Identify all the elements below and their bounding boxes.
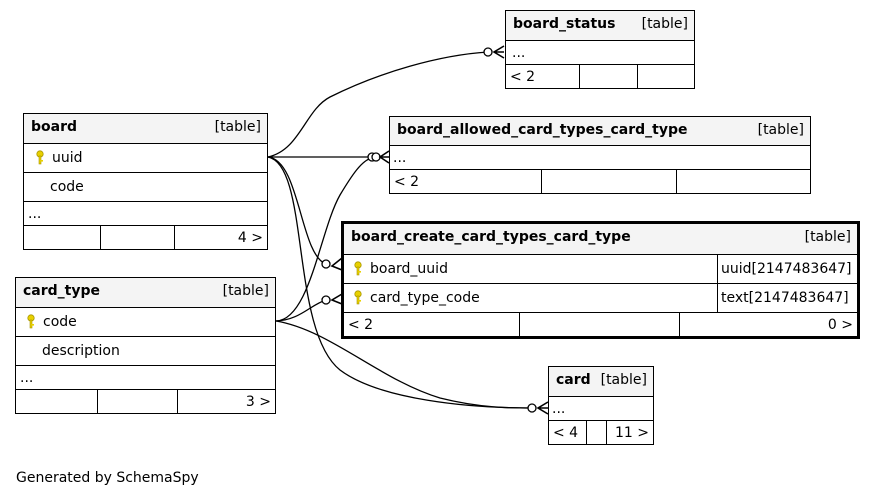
column-row[interactable]: ... [16,366,275,390]
table-board[interactable]: board [table] uuid code ... 4 > [23,113,268,250]
parents-count[interactable]: < 2 [390,170,542,193]
column-name: description [42,343,120,359]
crowfoot [492,45,505,59]
table-name: board_status [513,16,616,32]
edge-board-card [267,156,533,409]
table-kind: [table] [214,119,261,135]
footer-cell [98,390,178,413]
table-name: board_allowed_card_types_card_type [397,122,688,138]
crowfoot [378,150,390,164]
column-row[interactable]: uuid [24,144,267,173]
table-header: card [table] [549,367,653,397]
column-row[interactable]: ... [549,397,653,421]
column-name: ... [20,369,34,386]
column-row[interactable]: board_uuid uuid[2147483647] [344,255,857,284]
column-row[interactable]: description [16,337,275,366]
column-row[interactable]: code [16,308,275,337]
children-count[interactable] [638,65,694,88]
edge-endpoint-circle [483,47,493,57]
key-icon [354,261,362,276]
children-count[interactable]: 0 > [827,316,853,333]
parents-count[interactable] [16,390,98,413]
table-kind: [table] [600,372,647,388]
table-kind: [table] [222,283,269,299]
edge-cardtype-card [275,320,533,409]
children-count[interactable]: 3 > [245,393,271,410]
footer-cell [580,65,638,88]
table-card[interactable]: card [table] ... < 4 11 > [548,366,654,445]
footer-cell [101,226,175,249]
table-name: card_type [23,283,101,299]
column-type: uuid[2147483647] [717,255,857,283]
edge-endpoint-circle [321,295,331,305]
parents-count[interactable]: < 4 [549,421,587,444]
edge-board-create [267,156,327,265]
table-header: board_create_card_types_card_type [table… [344,224,857,255]
table-board-allowed-card-types-card-type[interactable]: board_allowed_card_types_card_type [tabl… [389,116,811,194]
parents-count[interactable] [24,226,101,249]
key-icon [354,290,362,305]
column-row[interactable]: card_type_code text[2147483647] [344,284,857,313]
column-name: ... [552,400,566,417]
table-board-status[interactable]: board_status [table] ... < 2 [505,10,695,89]
table-footer: < 4 11 > [549,421,653,444]
crowfoot [330,257,343,271]
column-name: ... [393,149,407,166]
parents-count[interactable]: < 2 [344,313,520,336]
table-footer: < 2 [506,65,694,88]
edge-endpoint-circle [321,259,331,269]
column-name: card_type_code [370,290,480,306]
key-icon [36,150,44,165]
children-count[interactable]: 11 > [615,424,649,441]
table-name: board [31,119,78,135]
footer-cell [542,170,677,193]
table-header: board_allowed_card_types_card_type [tabl… [390,117,810,146]
table-footer: < 2 0 > [344,313,857,336]
table-header: card_type [table] [16,278,275,308]
crowfoot [536,401,549,415]
crowfoot [330,293,343,305]
edge-board-board-status [267,51,489,158]
edge-endpoint-circle [527,403,537,413]
table-kind: [table] [757,122,804,138]
footer-cell [587,421,607,444]
table-card-type[interactable]: card_type [table] code description ... 3… [15,277,276,414]
table-footer: < 2 [390,170,810,193]
edge-cardtype-allowed [275,157,373,322]
table-board-create-card-types-card-type[interactable]: board_create_card_types_card_type [table… [341,221,860,339]
table-header: board [table] [24,114,267,144]
parents-count[interactable]: < 2 [506,65,580,88]
column-name: uuid [52,150,83,166]
column-name: code [43,314,77,330]
column-row[interactable]: ... [24,202,267,226]
table-footer: 4 > [24,226,267,249]
footer-cell [520,313,680,336]
column-name: board_uuid [370,261,448,277]
edge-cardtype-create [275,299,327,322]
table-kind: [table] [804,229,851,245]
column-row[interactable]: ... [390,146,810,170]
column-name: code [50,179,84,195]
column-name: ... [512,44,526,61]
children-count[interactable] [677,170,810,193]
column-type: text[2147483647] [717,284,857,312]
table-header: board_status [table] [506,11,694,41]
column-name: ... [28,205,42,222]
column-row[interactable]: ... [506,41,694,65]
table-footer: 3 > [16,390,275,413]
table-name: card [556,372,591,388]
column-row[interactable]: code [24,173,267,202]
key-icon [27,314,35,329]
table-name: board_create_card_types_card_type [351,229,631,245]
generated-by-label: Generated by SchemaSpy [16,470,199,486]
table-kind: [table] [641,16,688,32]
children-count[interactable]: 4 > [237,229,263,246]
